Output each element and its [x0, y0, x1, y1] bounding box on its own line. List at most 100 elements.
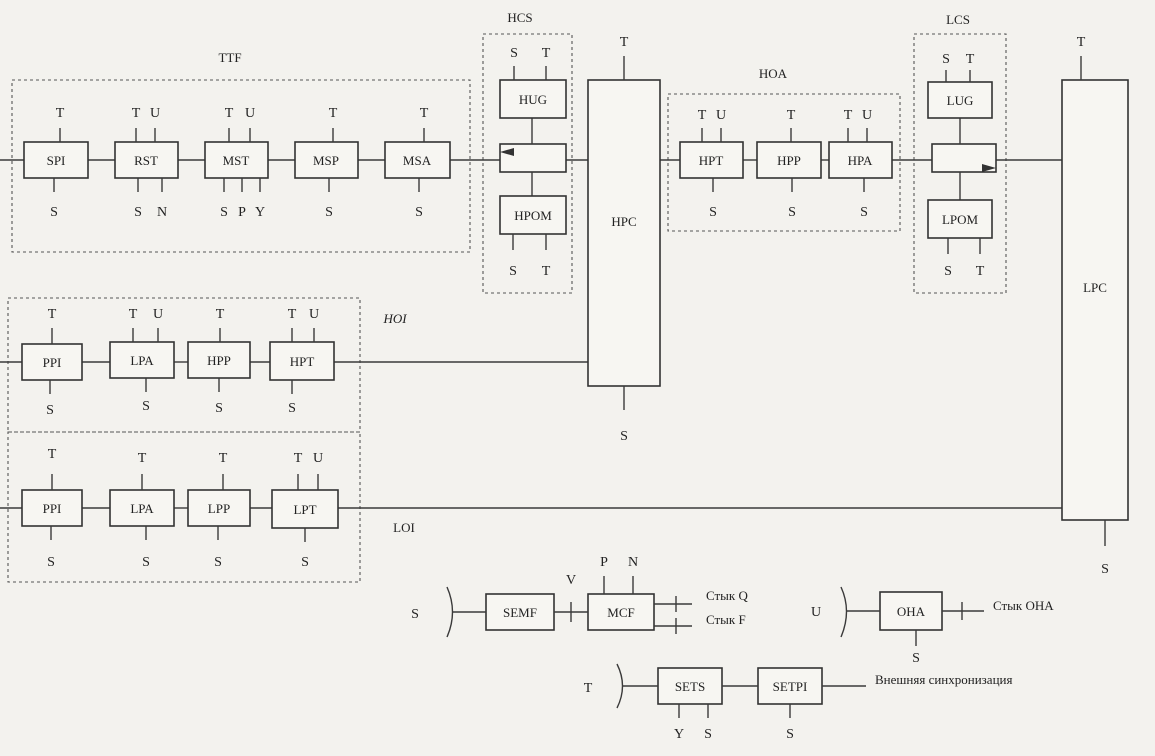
block-hoa-hpt: [679, 141, 744, 179]
port-label: P: [600, 555, 608, 570]
port-label: T: [844, 108, 853, 123]
block-hoi-hpt: [269, 341, 335, 381]
block-label: HPT: [699, 153, 724, 168]
block-label: HUG: [519, 92, 547, 107]
label-loi: LOI: [393, 520, 415, 535]
block-label: PPI: [43, 355, 62, 370]
port-label: S: [46, 403, 54, 418]
hcs-switch-arrow: [500, 148, 514, 156]
block-label: HPT: [290, 354, 315, 369]
lcs-switch-arrow: [982, 164, 996, 172]
block-label: LUG: [947, 93, 974, 108]
port-label: T: [966, 52, 975, 67]
hcs-group-frame: [482, 33, 573, 294]
port-label: N: [157, 205, 167, 220]
port-label: S: [509, 264, 517, 279]
port-label: S: [944, 264, 952, 279]
block-label: PPI: [43, 501, 62, 516]
label-hoa: HOA: [759, 66, 788, 81]
block-setpi: [757, 667, 823, 705]
block-label: SPI: [47, 153, 66, 168]
block-loi-lpp: [187, 489, 251, 527]
port-label: T: [542, 46, 551, 61]
label-hcs: HCS: [507, 10, 532, 25]
port-label: S: [325, 205, 333, 220]
block-label: HPC: [611, 214, 636, 229]
note-stik-q: Стык Q: [706, 588, 748, 603]
sets-bracket: [616, 663, 624, 709]
port-label: Y: [674, 727, 684, 742]
port-label: U: [309, 307, 319, 322]
port-label: P: [238, 205, 246, 220]
block-oha: [879, 591, 943, 631]
label-hoi: HOI: [382, 311, 407, 326]
port-label: S: [215, 401, 223, 416]
note-stik-f: Стык F: [706, 612, 746, 627]
port-label: T: [620, 35, 629, 50]
label-ttf: TTF: [218, 50, 241, 65]
port-label: U: [716, 108, 726, 123]
port-label: S: [786, 727, 794, 742]
block-hoi-lpa: [109, 341, 175, 379]
port-label: T: [542, 264, 551, 279]
port-label: T: [584, 681, 593, 696]
port-label: T: [132, 106, 141, 121]
block-label: HPP: [777, 153, 801, 168]
lcs-group-frame: [913, 33, 1007, 294]
block-label: HPP: [207, 353, 231, 368]
port-label: T: [48, 307, 57, 322]
port-label: U: [811, 605, 821, 620]
block-lpc: [1061, 79, 1129, 521]
block-hoa-hpa: [828, 141, 893, 179]
block-hpom: [499, 195, 567, 235]
port-label: T: [1077, 35, 1086, 50]
block-msp: [294, 141, 359, 179]
port-label: T: [225, 106, 234, 121]
port-label: S: [47, 555, 55, 570]
port-label: T: [329, 106, 338, 121]
block-label: SETPI: [773, 679, 808, 694]
port-label: T: [288, 307, 297, 322]
note-stik-oha: Стык OHA: [993, 598, 1054, 613]
port-stubs: [49, 56, 1106, 718]
label-lcs: LCS: [946, 12, 970, 27]
port-label: S: [288, 401, 296, 416]
block-label: LPC: [1083, 280, 1107, 295]
block-label: HPOM: [514, 208, 552, 223]
port-label: S: [142, 555, 150, 570]
block-label: MCF: [607, 605, 634, 620]
block-hoa-hpp: [756, 141, 822, 179]
ttf-group-frame: [11, 79, 471, 253]
port-label: S: [510, 46, 518, 61]
block-msa: [384, 141, 451, 179]
semf-bracket: [446, 586, 454, 638]
port-label: S: [214, 555, 222, 570]
port-label: S: [220, 205, 228, 220]
port-label: T: [219, 451, 228, 466]
block-label: LPA: [130, 501, 154, 516]
block-hpc: [587, 79, 661, 387]
block-label: LPT: [293, 502, 316, 517]
block-lug: [927, 81, 993, 119]
port-label: T: [138, 451, 147, 466]
block-loi-ppi: [21, 489, 83, 527]
block-loi-lpa: [109, 489, 175, 527]
port-label: S: [411, 607, 419, 622]
port-label: S: [860, 205, 868, 220]
port-label: S: [142, 399, 150, 414]
block-label: LPA: [130, 353, 154, 368]
block-label: SETS: [675, 679, 705, 694]
block-loi-lpt: [271, 489, 339, 529]
port-label: T: [294, 451, 303, 466]
port-label: T: [48, 447, 57, 462]
oha-bracket: [840, 586, 848, 638]
block-lpom: [927, 199, 993, 239]
block-label: MST: [223, 153, 250, 168]
port-label: T: [129, 307, 138, 322]
port-label: T: [216, 307, 225, 322]
port-label: S: [709, 205, 717, 220]
block-hoi-ppi: [21, 343, 83, 381]
block-mst: [204, 141, 269, 179]
